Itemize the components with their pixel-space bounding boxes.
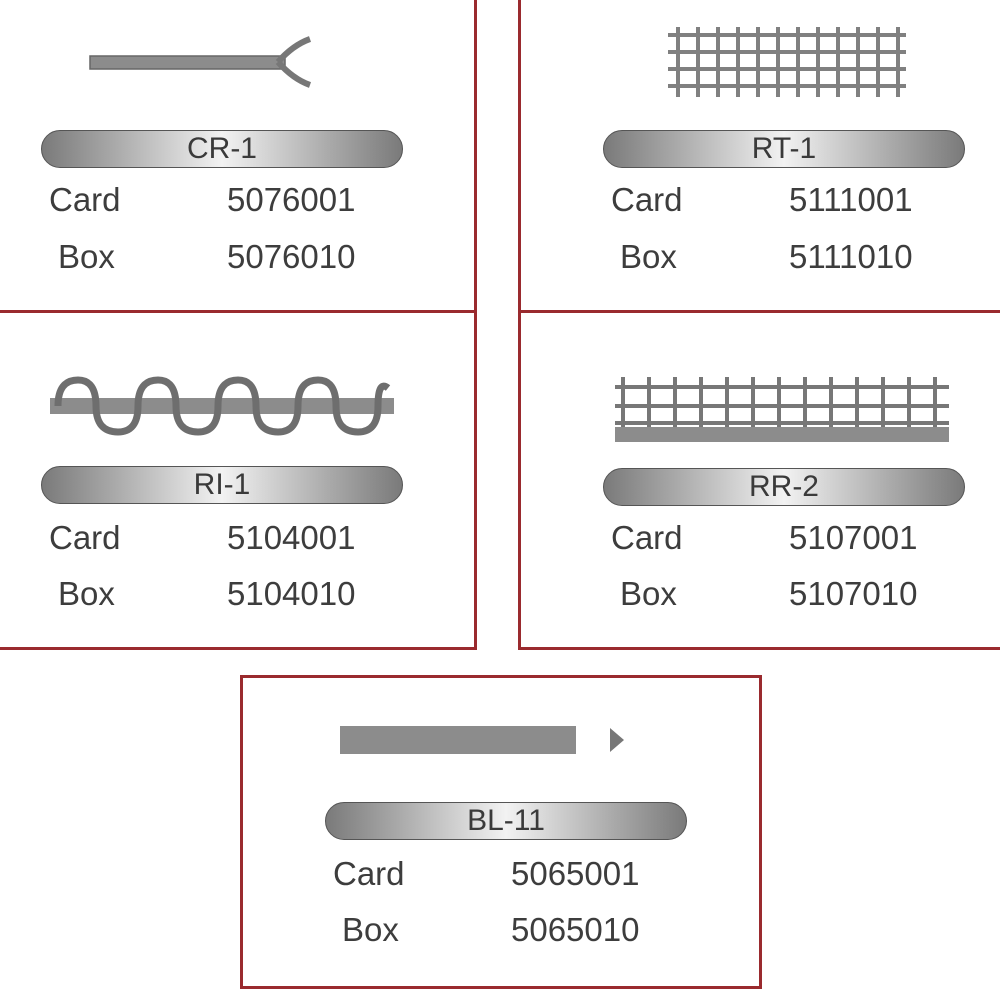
- loop-chain-icon: [50, 376, 394, 436]
- card-row: Card 5104001: [3, 518, 483, 558]
- product-code-label: RR-2: [603, 468, 965, 506]
- card-row: Card 5065001: [287, 854, 767, 894]
- mesh-grid-icon: [668, 27, 906, 97]
- product-panel-bl-11: BL-11 Card 5065001 Box 5065010: [240, 675, 762, 989]
- box-row: Box 5111010: [565, 237, 1000, 277]
- box-number: 5107010: [789, 575, 918, 612]
- card-number: 5104001: [227, 519, 356, 556]
- card-number: 5111001: [789, 181, 913, 218]
- box-number: 5104010: [227, 575, 356, 612]
- product-code-label: BL-11: [325, 802, 687, 840]
- box-label: Box: [58, 238, 115, 275]
- comb-grid-icon: [615, 377, 949, 442]
- box-number: 5076010: [227, 238, 356, 275]
- card-label: Card: [49, 181, 121, 218]
- box-row: Box 5104010: [3, 574, 483, 614]
- blade-bar-icon: [340, 726, 624, 754]
- box-label: Box: [620, 575, 677, 612]
- box-number: 5111010: [789, 238, 913, 275]
- forked-rod-icon: [89, 36, 312, 88]
- product-panel-cr-1: CR-1 Card 5076001 Box 5076010: [0, 0, 477, 313]
- product-panel-rr-2: RR-2 Card 5107001 Box 5107010: [518, 310, 1000, 650]
- box-label: Box: [342, 911, 399, 948]
- product-panel-rt-1: RT-1 Card 5111001 Box 5111010: [518, 0, 1000, 313]
- product-panel-ri-1: RI-1 Card 5104001 Box 5104010: [0, 310, 477, 650]
- card-row: Card 5111001: [565, 180, 1000, 220]
- card-label: Card: [49, 519, 121, 556]
- product-code-label: RI-1: [41, 466, 403, 504]
- card-row: Card 5107001: [565, 518, 1000, 558]
- card-number: 5107001: [789, 519, 918, 556]
- box-label: Box: [620, 238, 677, 275]
- box-row: Box 5065010: [287, 910, 767, 950]
- card-number: 5076001: [227, 181, 356, 218]
- box-number: 5065010: [511, 911, 640, 948]
- card-number: 5065001: [511, 855, 640, 892]
- card-row: Card 5076001: [3, 180, 483, 220]
- product-code-label: CR-1: [41, 130, 403, 168]
- box-label: Box: [58, 575, 115, 612]
- card-label: Card: [611, 519, 683, 556]
- box-row: Box 5076010: [3, 237, 483, 277]
- product-code-label: RT-1: [603, 130, 965, 168]
- card-label: Card: [333, 855, 405, 892]
- box-row: Box 5107010: [565, 574, 1000, 614]
- card-label: Card: [611, 181, 683, 218]
